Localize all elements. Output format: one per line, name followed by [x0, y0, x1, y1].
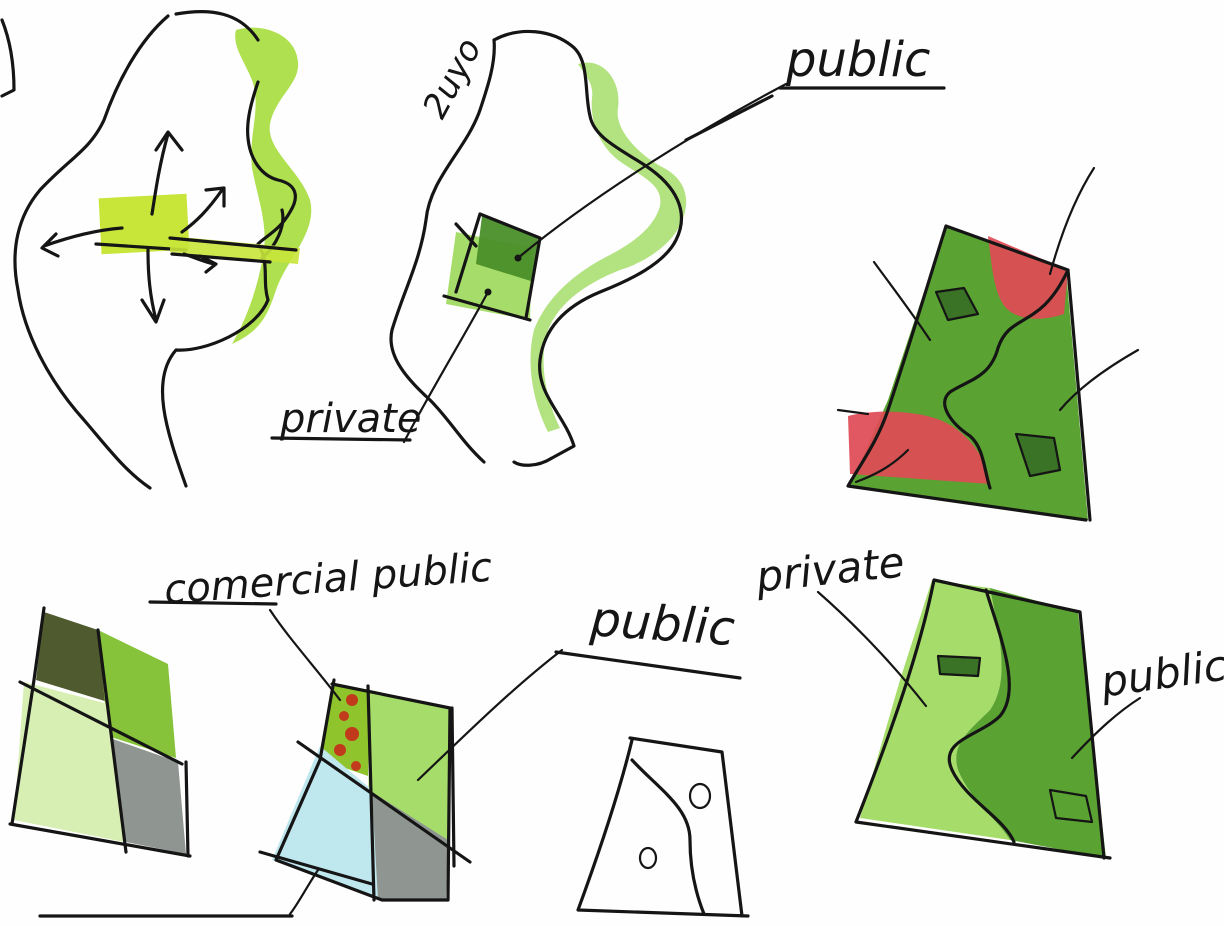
red-area-top	[988, 236, 1068, 319]
dark-block-2-outline	[1014, 432, 1062, 478]
circle-bottom	[638, 846, 658, 870]
red-dot-4	[334, 744, 346, 756]
sketch-site-expansion	[0, 10, 312, 490]
public-zone	[368, 690, 452, 840]
label-public-top: public	[785, 32, 930, 88]
leader-blue	[288, 868, 320, 916]
leader-dot-2	[484, 288, 492, 296]
leader-3d	[854, 448, 910, 484]
green-strip-2	[530, 62, 687, 433]
leader-commercial	[268, 608, 342, 702]
leader-3e	[836, 408, 870, 416]
leader-3c	[1058, 348, 1140, 412]
dark-block-1-outline	[934, 286, 980, 322]
leader-public-7	[1070, 696, 1142, 760]
connector-bar	[170, 236, 300, 264]
small-box	[1048, 788, 1094, 824]
quad-top-right	[98, 630, 176, 758]
dark-block-3-outline	[936, 654, 982, 678]
red-dot-2	[339, 711, 349, 721]
red-dot-5	[351, 761, 361, 771]
sketch-public-private: public private 2uyo	[270, 29, 946, 467]
private-underline	[270, 436, 412, 442]
arrow-down	[140, 248, 166, 324]
label-comercial-public: comercial public	[163, 545, 494, 614]
plot-7-outline	[854, 578, 1112, 860]
red-dot-1	[346, 694, 358, 706]
leader-private	[402, 290, 490, 444]
commercial-underline	[148, 600, 278, 606]
sketch-quadrants	[8, 606, 192, 858]
arrow-right	[182, 252, 218, 274]
label-private-top: private	[279, 396, 421, 442]
sketch-green-red-plot	[836, 166, 1140, 522]
arrow-up	[150, 130, 184, 216]
public-zone-right	[956, 588, 1106, 858]
green-strip	[232, 27, 312, 345]
quad-outline	[8, 606, 192, 858]
site-outline	[13, 10, 297, 490]
label-public-mid: public	[1097, 641, 1224, 707]
public-underline	[684, 86, 946, 142]
leader-3b	[872, 260, 932, 342]
arrow-left	[40, 226, 124, 258]
private-zone	[860, 580, 1010, 840]
sketch-outline-circles	[576, 736, 750, 918]
label-private-mid: private	[753, 537, 907, 601]
circle-top	[688, 782, 712, 810]
leader-3a	[1048, 166, 1096, 276]
leader-private-7	[816, 590, 928, 708]
edge-mark	[0, 18, 16, 98]
quad-top-left	[36, 612, 108, 702]
commercial-outline	[258, 678, 472, 902]
leader-dot	[514, 254, 522, 262]
commercial-zone	[322, 684, 370, 776]
gray-zone	[372, 792, 448, 900]
site-outline-2	[389, 29, 683, 467]
red-area-bottom	[848, 411, 990, 484]
dark-block-3	[938, 656, 980, 676]
central-square	[98, 193, 190, 255]
square-2-outline	[442, 212, 542, 322]
quad-bottom-right	[110, 738, 186, 854]
red-dot-3	[345, 727, 359, 741]
outline-shape	[576, 736, 750, 918]
plot-outline	[846, 224, 1092, 522]
leader-public	[516, 82, 788, 260]
arrow-right-up	[180, 186, 226, 234]
public-bottom-underline	[554, 650, 742, 680]
leader-public-bottom	[416, 648, 564, 782]
sketch-private-public-plot: private public	[753, 537, 1224, 860]
label-public-bottom: public	[588, 591, 737, 657]
